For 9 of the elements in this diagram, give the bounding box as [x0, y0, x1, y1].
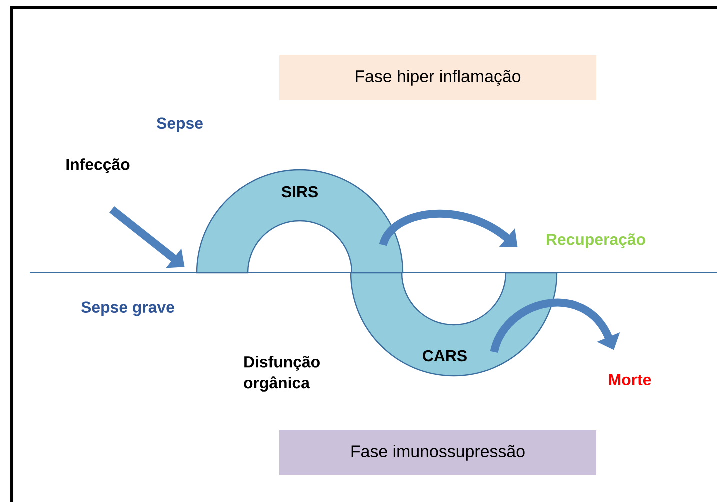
text-label: Sepse — [156, 118, 203, 132]
fase-box: Fase hiper inflamação — [280, 56, 596, 100]
arrow — [490, 298, 620, 354]
text-label: Sepse grave — [82, 302, 174, 316]
outcome-label: Morte — [609, 374, 652, 386]
fase-box: Fase imunossupressão — [280, 430, 596, 476]
process-label: Infecção — [66, 158, 130, 174]
text-label: Disfunção orgânica — [244, 356, 320, 392]
outcome-label: Recuperação — [547, 234, 646, 248]
